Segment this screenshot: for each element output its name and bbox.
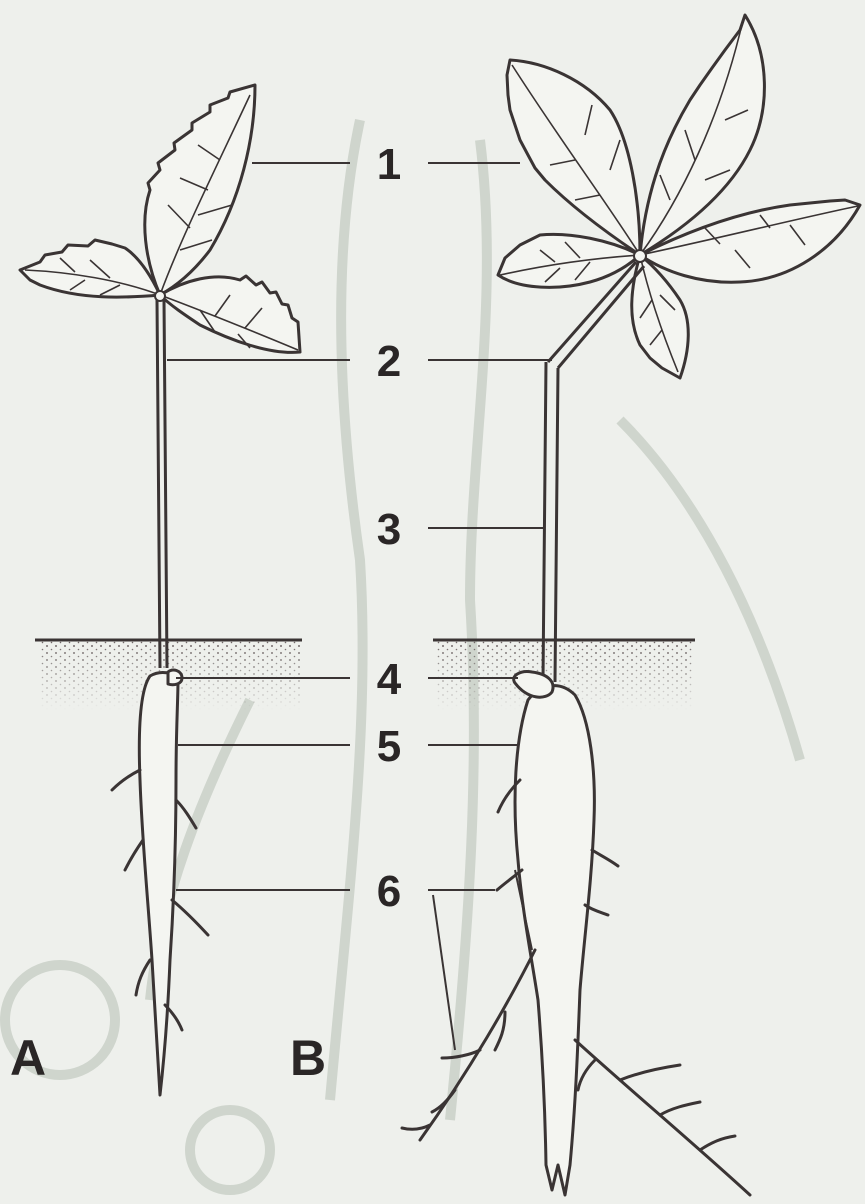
plant-b-left-leaflet: [498, 234, 640, 287]
callout-3: 3: [377, 505, 401, 554]
callout-5: 5: [377, 722, 401, 771]
plant-a-right-leaflet: [160, 276, 300, 352]
panel-label-a: A: [10, 1030, 46, 1086]
leader-6-right-b: [433, 895, 455, 1050]
plant-a-top-leaflet: [145, 85, 255, 295]
plant-b-root: [515, 686, 594, 1195]
callout-1: 1: [377, 140, 401, 189]
plant-a-stem: [157, 300, 167, 668]
callout-2: 2: [377, 337, 401, 386]
callout-numbers: 1 2 3 4 5 6: [377, 140, 402, 916]
panel-label-b: B: [290, 1030, 326, 1086]
callout-4: 4: [377, 655, 402, 704]
plant-b-stem: [543, 362, 558, 682]
plant-a-root: [139, 673, 178, 1095]
callout-6: 6: [377, 867, 401, 916]
plant-a: [20, 85, 300, 1095]
